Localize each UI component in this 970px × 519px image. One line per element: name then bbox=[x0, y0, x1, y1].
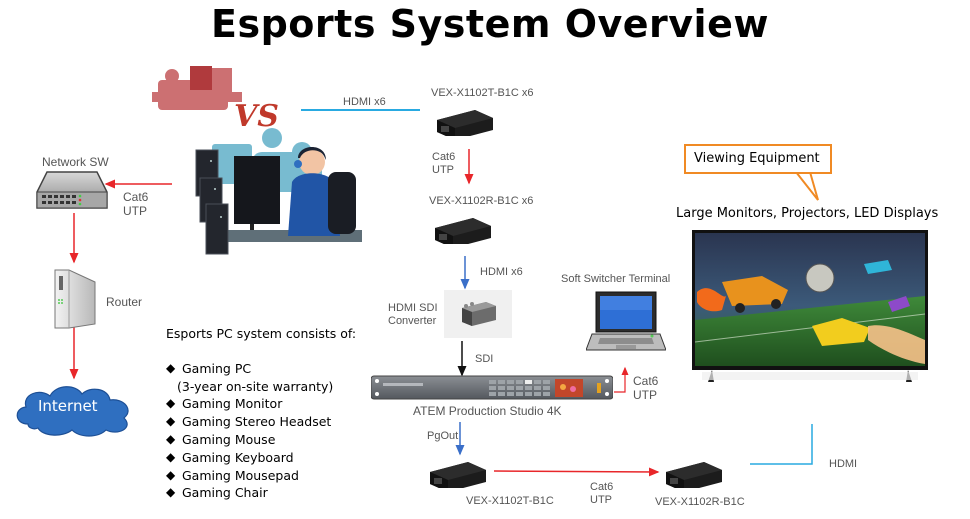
callout-pointer bbox=[795, 172, 819, 201]
atem-switcher-icon[interactable] bbox=[371, 375, 613, 400]
network-switch-label: Network SW bbox=[42, 155, 109, 169]
sdi-label: SDI bbox=[475, 353, 494, 365]
cat6-atem-to-laptop-line bbox=[614, 366, 629, 393]
diamond-bullet-icon: ◆ bbox=[166, 431, 176, 446]
list-item: ◆Gaming Monitor bbox=[166, 396, 283, 412]
viewing-subtitle: Large Monitors, Projectors, LED Displays bbox=[676, 206, 939, 221]
converter-panel bbox=[444, 290, 512, 338]
list-item: ◆Gaming Mouse bbox=[166, 431, 276, 447]
list-item: ◆Gaming Mousepad bbox=[166, 467, 299, 483]
converter-label-line1: HDMI SDI bbox=[388, 302, 438, 314]
page-title: Esports System Overview bbox=[211, 2, 769, 46]
converter-label-line2: Converter bbox=[388, 315, 437, 327]
pc-system-list: Esports PC system consists of: ◆Gaming P… bbox=[166, 325, 356, 502]
pgout-label: PgOut bbox=[427, 430, 459, 442]
cloud-icon[interactable] bbox=[10, 380, 140, 438]
hdmi-rx-to-display-line bbox=[750, 424, 813, 465]
viewing-equipment-callout: Viewing Equipment bbox=[684, 144, 832, 174]
large-display-icon bbox=[692, 230, 928, 382]
router-label: Router bbox=[106, 295, 143, 309]
list-item: ◆Gaming Keyboard bbox=[166, 449, 294, 465]
internet-label: Internet bbox=[38, 397, 98, 415]
cat6-switch-label: Cat6 UTP bbox=[123, 190, 148, 218]
diamond-bullet-icon: ◆ bbox=[166, 360, 176, 375]
esports-players-illustration: VS bbox=[152, 66, 362, 255]
list-item: ◆Gaming Stereo Headset bbox=[166, 414, 332, 430]
extender-transmitter-icon[interactable] bbox=[435, 106, 493, 136]
router-icon[interactable] bbox=[51, 268, 99, 330]
diamond-bullet-icon: ◆ bbox=[166, 414, 176, 429]
laptop-icon[interactable] bbox=[586, 288, 666, 356]
utp-text: UTP bbox=[432, 164, 454, 176]
pc-system-heading: Esports PC system consists of: bbox=[166, 326, 357, 341]
extender-receiver-icon[interactable] bbox=[433, 214, 491, 244]
diamond-bullet-icon: ◆ bbox=[166, 467, 176, 482]
utp-text: UTP bbox=[633, 388, 657, 402]
cat6-text: Cat6 bbox=[432, 151, 456, 163]
list-item: ◆Gaming PC bbox=[166, 360, 252, 376]
cat6-laptop-label: Cat6 UTP bbox=[633, 374, 658, 402]
hdmi-bottom-label: HDMI bbox=[829, 458, 858, 470]
converter-label: HDMI SDI Converter bbox=[388, 302, 438, 328]
hdmi-x6-top-label: HDMI x6 bbox=[343, 96, 386, 108]
list-item-note: (3-year on-site warranty) bbox=[177, 378, 334, 394]
hdmi-sdi-converter-icon[interactable] bbox=[444, 290, 512, 338]
tx-single-label: VEX-X1102T-B1C bbox=[466, 495, 554, 507]
cat6-text: Cat6 bbox=[123, 190, 149, 204]
network-switch-icon[interactable] bbox=[33, 170, 111, 216]
cat6-bottom-label: Cat6 UTP bbox=[590, 481, 613, 507]
cat6-txrx-label: Cat6 UTP bbox=[432, 151, 455, 177]
rx-single-label: VEX-X1102R-B1C bbox=[655, 496, 745, 508]
utp-text: UTP bbox=[590, 494, 612, 506]
cat6-text: Cat6 bbox=[633, 374, 659, 388]
utp-text: UTP bbox=[123, 204, 147, 218]
tx-group-label: VEX-X1102T-B1C x6 bbox=[431, 87, 534, 99]
diamond-bullet-icon: ◆ bbox=[166, 485, 176, 500]
diamond-bullet-icon: ◆ bbox=[166, 449, 176, 464]
diamond-bullet-icon: ◆ bbox=[166, 396, 176, 411]
extender-receiver-bottom-icon[interactable] bbox=[664, 458, 722, 488]
atem-label: ATEM Production Studio 4K bbox=[413, 404, 562, 418]
hdmi-x6-mid-label: HDMI x6 bbox=[480, 266, 523, 278]
laptop-label: Soft Switcher Terminal bbox=[561, 273, 671, 285]
extender-transmitter-bottom-icon[interactable] bbox=[428, 458, 486, 488]
rx-group-label: VEX-X1102R-B1C x6 bbox=[429, 195, 534, 207]
cat6-tx-to-rx-bottom-line bbox=[493, 467, 660, 477]
list-item: ◆Gaming Chair bbox=[166, 485, 268, 501]
cat6-text: Cat6 bbox=[590, 481, 614, 493]
